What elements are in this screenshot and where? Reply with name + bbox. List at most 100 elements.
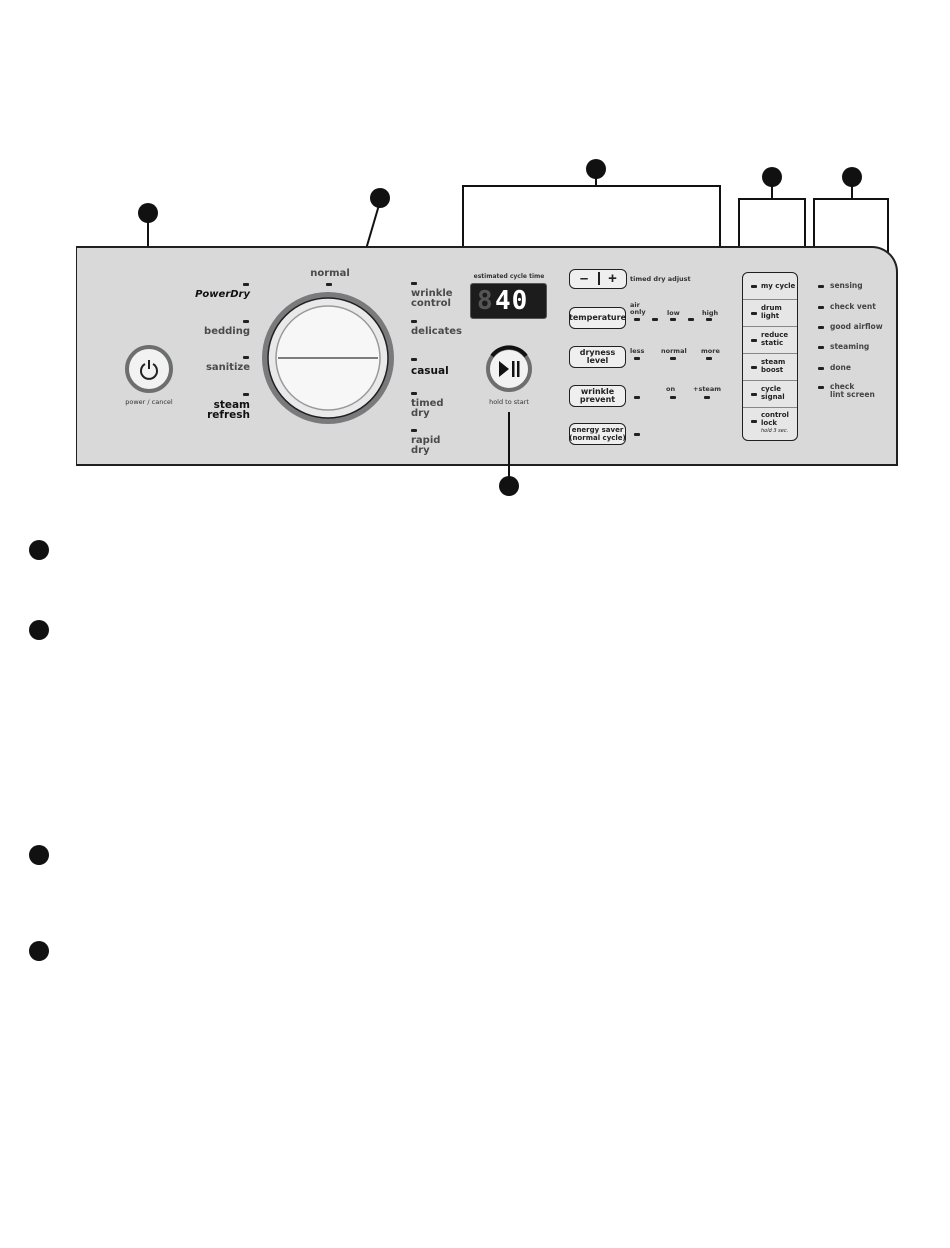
option-tick-reduce-static <box>751 339 757 342</box>
option-label-drum-light: drum light <box>761 304 782 320</box>
dial-tick-casual <box>411 358 417 361</box>
option-label-my-cycle: my cycle <box>761 282 796 290</box>
temp-level-air-only: air only <box>630 301 646 316</box>
temp-level-high: high <box>702 309 719 317</box>
plus-button[interactable]: + <box>608 270 617 287</box>
option-cycle-signal[interactable]: cycle signal <box>743 381 797 408</box>
status-tick-check-lint <box>818 386 824 389</box>
option-drum-light[interactable]: drum light <box>743 300 797 327</box>
wrinkle-level-on: on <box>666 385 676 393</box>
dial-label-bedding[interactable]: bedding <box>204 326 250 337</box>
timed-dry-adjust-label: timed dry adjust <box>630 275 691 283</box>
dial-label-normal[interactable]: normal <box>310 268 350 279</box>
timed-dry-adjust-control: – + <box>569 269 627 289</box>
dial-label-wrinkle-control[interactable]: wrinkle control <box>411 288 453 309</box>
option-control-lock[interactable]: control lock hold 3 sec. <box>743 408 797 439</box>
legend-marker-2 <box>29 620 49 640</box>
status-sensing: sensing <box>830 281 863 290</box>
display-digits: 40 <box>495 286 529 316</box>
callout-marker-status <box>842 167 862 187</box>
dryness-tick-less <box>634 357 640 360</box>
dial-label-powerdry[interactable]: PowerDry <box>195 289 250 300</box>
temp-tick-low <box>670 318 676 321</box>
wrinkle-prevent-button[interactable]: wrinkle prevent <box>569 385 626 407</box>
dial-tick-rapid-dry <box>411 429 417 432</box>
callout-bracket-display-right <box>719 185 721 247</box>
option-steam-boost[interactable]: steam boost <box>743 354 797 381</box>
dryness-level-more: more <box>701 347 720 355</box>
energy-saver-tick <box>634 433 640 436</box>
dryness-level-button[interactable]: dryness level <box>569 346 626 368</box>
minus-button[interactable]: – <box>579 270 589 287</box>
display-title: estimated cycle time <box>473 273 545 280</box>
cycle-selector-dial[interactable] <box>260 290 396 426</box>
temperature-button[interactable]: temperature <box>569 307 626 329</box>
callout-bracket-display-left <box>462 185 464 247</box>
option-tick-control-lock <box>751 420 757 423</box>
dial-tick-delicates <box>411 320 417 323</box>
callout-marker-display-group <box>586 159 606 179</box>
dial-label-rapid-dry[interactable]: rapid dry <box>411 435 441 456</box>
temp-tick-2 <box>652 318 658 321</box>
display-ghost-digit: 8 <box>477 286 493 316</box>
dryness-level-less: less <box>630 347 645 355</box>
option-my-cycle[interactable]: my cycle <box>743 273 797 300</box>
callout-marker-dial <box>370 188 390 208</box>
wrinkle-level-steam: +steam <box>693 385 721 393</box>
callout-bracket-options-stem <box>771 185 773 199</box>
callout-marker-start <box>499 476 519 496</box>
status-steaming: steaming <box>830 342 870 351</box>
status-check-vent: check vent <box>830 302 876 311</box>
dial-label-delicates[interactable]: delicates <box>411 326 462 337</box>
dial-label-timed-dry[interactable]: timed dry <box>411 398 444 419</box>
temp-tick-4 <box>688 318 694 321</box>
temp-tick-air-only <box>634 318 640 321</box>
power-label: power / cancel <box>125 398 173 406</box>
temp-tick-high <box>706 318 712 321</box>
dial-tick-sanitize <box>243 356 249 359</box>
wrinkle-tick-off <box>634 396 640 399</box>
start-pause-button[interactable] <box>484 344 534 394</box>
option-label-reduce-static: reduce static <box>761 331 789 347</box>
power-icon <box>140 360 158 380</box>
status-tick-check-vent <box>818 306 824 309</box>
option-label-cycle-signal: cycle signal <box>761 385 785 401</box>
callout-bracket-status-top <box>813 198 889 200</box>
temp-level-low: low <box>667 309 680 317</box>
start-label: hold to start <box>489 398 529 406</box>
callout-line-start <box>508 412 510 478</box>
dial-label-steam-refresh[interactable]: steam refresh <box>207 399 250 421</box>
callout-marker-power <box>138 203 158 223</box>
callout-bracket-status-stem <box>851 185 853 199</box>
options-column: my cycle drum light reduce static steam … <box>742 272 798 441</box>
callout-bracket-display <box>595 176 597 186</box>
dial-tick-bedding <box>243 320 249 323</box>
status-good-airflow: good airflow <box>830 322 883 331</box>
cycle-time-display: 8 40 <box>470 283 547 319</box>
option-label-steam-boost: steam boost <box>761 358 786 374</box>
power-button[interactable] <box>124 344 174 394</box>
dial-label-sanitize[interactable]: sanitize <box>205 362 250 373</box>
callout-bracket-options-right <box>804 198 806 260</box>
status-tick-steaming <box>818 346 824 349</box>
legend-marker-1 <box>29 540 49 560</box>
wrinkle-tick-steam <box>704 396 710 399</box>
dial-tick-steam-refresh <box>243 393 249 396</box>
dryness-tick-more <box>706 357 712 360</box>
callout-bracket-display-top <box>462 185 721 187</box>
status-tick-done <box>818 367 824 370</box>
option-tick-steam-boost <box>751 366 757 369</box>
play-pause-icon <box>499 361 520 377</box>
wrinkle-tick-on <box>670 396 676 399</box>
option-tick-my-cycle <box>751 285 757 288</box>
legend-marker-4 <box>29 941 49 961</box>
dial-label-casual[interactable]: casual <box>411 365 449 377</box>
energy-saver-button[interactable]: energy saver (normal cycle) <box>569 423 626 445</box>
dial-tick-powerdry <box>243 283 249 286</box>
option-reduce-static[interactable]: reduce static <box>743 327 797 354</box>
status-done: done <box>830 363 851 372</box>
legend-marker-3 <box>29 845 49 865</box>
status-tick-sensing <box>818 285 824 288</box>
option-tick-cycle-signal <box>751 393 757 396</box>
status-tick-good-airflow <box>818 326 824 329</box>
